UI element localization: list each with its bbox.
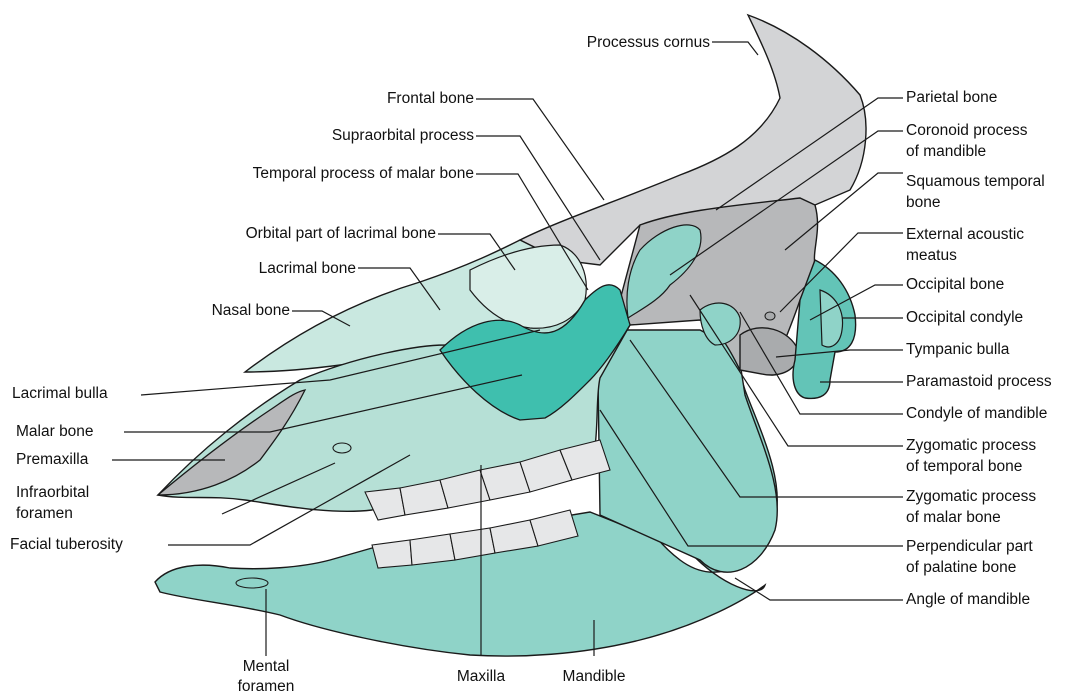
label-maxilla: Maxilla — [441, 667, 521, 687]
label-zyg-process-temporal-line2: of temporal bone — [906, 457, 1022, 477]
label-supraorbital-process: Supraorbital process — [250, 126, 474, 146]
label-zyg-process-temporal-line1: Zygomatic process — [906, 436, 1036, 456]
label-temporal-process-malar: Temporal process of malar bone — [150, 164, 474, 184]
label-parietal-bone: Parietal bone — [906, 88, 997, 108]
label-angle-of-mandible: Angle of mandible — [906, 590, 1030, 610]
label-condyle-of-mandible: Condyle of mandible — [906, 404, 1047, 424]
label-occipital-bone: Occipital bone — [906, 275, 1004, 295]
label-squamous-temporal-line2: bone — [906, 193, 940, 213]
label-coronoid-process-line1: Coronoid process — [906, 121, 1027, 141]
label-infraorbital-foramen-line2: foramen — [16, 504, 73, 524]
acoustic-meatus-mark — [765, 312, 775, 320]
label-facial-tuberosity: Facial tuberosity — [10, 535, 123, 555]
label-orbital-part-lacrimal: Orbital part of lacrimal bone — [150, 224, 436, 244]
label-external-acoustic-line2: meatus — [906, 246, 957, 266]
infraorbital-foramen-mark — [333, 443, 351, 453]
label-mental-foramen-line2: foramen — [226, 677, 306, 697]
label-tympanic-bulla: Tympanic bulla — [906, 340, 1009, 360]
label-perp-palatine-line1: Perpendicular part — [906, 537, 1033, 557]
label-processus-cornus: Processus cornus — [520, 33, 710, 53]
label-perp-palatine-line2: of palatine bone — [906, 558, 1016, 578]
label-infraorbital-foramen-line1: Infraorbital — [16, 483, 89, 503]
label-nasal-bone: Nasal bone — [120, 301, 290, 321]
label-mental-foramen-line1: Mental — [226, 657, 306, 677]
label-occipital-condyle: Occipital condyle — [906, 308, 1023, 328]
label-zyg-process-malar-line1: Zygomatic process — [906, 487, 1036, 507]
label-frontal-bone: Frontal bone — [300, 89, 474, 109]
label-malar-bone: Malar bone — [16, 422, 94, 442]
label-mandible: Mandible — [549, 667, 639, 687]
mental-foramen-mark — [236, 578, 268, 588]
label-premaxilla: Premaxilla — [16, 450, 88, 470]
label-lacrimal-bulla: Lacrimal bulla — [12, 384, 108, 404]
tympanic-bulla-bone — [740, 328, 798, 375]
label-squamous-temporal-line1: Squamous temporal — [906, 172, 1045, 192]
label-external-acoustic-line1: External acoustic — [906, 225, 1024, 245]
label-zyg-process-malar-line2: of malar bone — [906, 508, 1001, 528]
label-coronoid-process-line2: of mandible — [906, 142, 986, 162]
label-lacrimal-bone: Lacrimal bone — [150, 259, 356, 279]
label-paramastoid-process: Paramastoid process — [906, 372, 1052, 392]
